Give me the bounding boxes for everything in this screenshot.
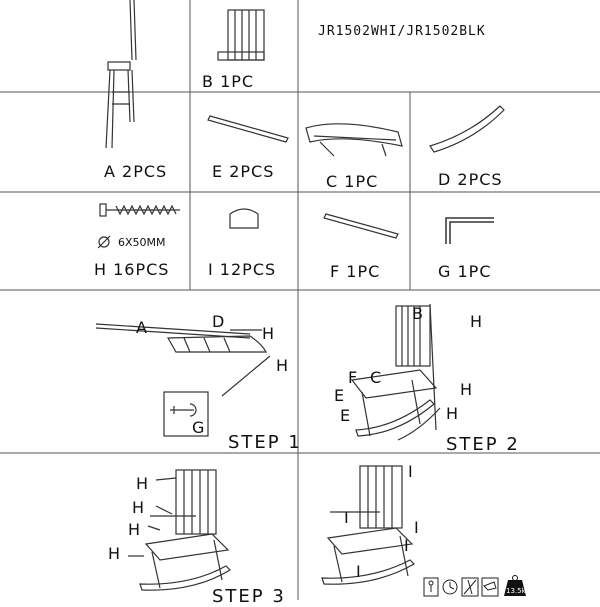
part-b-label: B 1PC — [202, 72, 255, 91]
callout-i-1: I — [408, 462, 413, 481]
step-2-title: STEP 2 — [446, 434, 520, 455]
callout-i-3: I — [414, 518, 419, 537]
callout-a: A — [136, 318, 147, 337]
callout-h-1: H — [262, 324, 275, 343]
callout-e-2: E — [340, 406, 351, 425]
person-count-icon — [423, 577, 439, 597]
part-f-label: F 1PC — [330, 262, 381, 281]
callout-h-7: H — [132, 498, 145, 517]
callout-g: G — [192, 418, 205, 437]
callout-h-5: H — [446, 404, 459, 423]
callout-c: C — [370, 368, 382, 387]
screw-size: 6X50MM — [118, 236, 166, 249]
time-icon — [442, 579, 458, 595]
weight-label: 13.5kg — [506, 587, 531, 595]
part-i-label: I 12PCS — [208, 260, 277, 279]
part-e-label: E 2PCS — [212, 162, 275, 181]
tools-icon — [461, 577, 479, 597]
part-c-label: C 1PC — [326, 172, 379, 191]
part-a-label: A 2PCS — [104, 162, 168, 181]
callout-f: F — [348, 368, 358, 387]
callout-h-3: H — [470, 312, 483, 331]
callout-i-5: I — [356, 562, 361, 581]
callout-e-1: E — [334, 386, 345, 405]
callout-i-4: I — [404, 536, 409, 555]
part-g-label: G 1PC — [438, 262, 492, 281]
step-1-title: STEP 1 — [228, 432, 302, 453]
callout-b: B — [412, 304, 423, 323]
callout-h-8: H — [128, 520, 141, 539]
callout-h-4: H — [460, 380, 473, 399]
model-code: JR1502WHI/JR1502BLK — [318, 24, 486, 39]
weight-icon — [504, 575, 526, 596]
part-d-label: D 2PCS — [438, 170, 503, 189]
callout-d: D — [212, 312, 225, 331]
callout-i-2: I — [344, 508, 349, 527]
callout-h-6: H — [136, 474, 149, 493]
part-h-label: H 16PCS — [94, 260, 170, 279]
drill-icon — [481, 577, 499, 597]
callout-h-9: H — [108, 544, 121, 563]
callout-h-2: H — [276, 356, 289, 375]
